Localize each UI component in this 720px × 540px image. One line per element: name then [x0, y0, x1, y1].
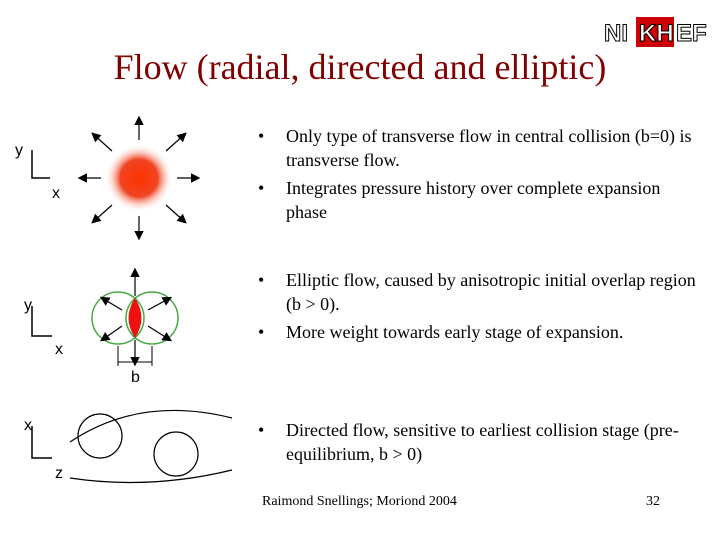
radial-x-label: x [52, 185, 60, 202]
section-elliptic-bullets: Elliptic flow, caused by anisotropic ini… [258, 268, 698, 348]
elliptic-arrows [99, 267, 173, 367]
elliptic-x-label: x [55, 341, 63, 358]
elliptic-flow-figure: y x b [24, 267, 179, 386]
directed-trajectory-top [69, 409, 233, 443]
directed-nucleus-left [77, 413, 123, 459]
elliptic-axes [31, 306, 52, 337]
logo-red-block [636, 17, 674, 47]
elliptic-nucleus-left [91, 291, 145, 345]
footer-text: Raimond Snellings; Moriond 2004 [262, 494, 457, 509]
directed-flow-figure: x z [24, 409, 233, 484]
directed-trajectory-bottom [69, 469, 233, 484]
bullet-item: Integrates pressure history over complet… [258, 176, 698, 224]
flow-figures: y x y x b [15, 115, 233, 484]
radial-y-label: y [15, 142, 23, 159]
directed-z-label: z [55, 465, 63, 482]
directed-nucleus-right [153, 431, 199, 477]
bullet-item: Directed flow, sensitive to earliest col… [258, 418, 698, 466]
section-directed-bullets: Directed flow, sensitive to earliest col… [258, 418, 698, 470]
radial-flow-figure: y x [15, 115, 201, 241]
bullet-item: More weight towards early stage of expan… [258, 320, 698, 344]
radial-arrows [77, 115, 201, 241]
section-radial-bullets: Only type of transverse flow in central … [258, 124, 698, 228]
logo-text-right: EF [676, 20, 707, 47]
elliptic-y-label: y [24, 297, 32, 314]
directed-axes [31, 426, 52, 459]
radial-fireball [105, 144, 173, 212]
elliptic-nucleus-right [125, 291, 179, 345]
logo-text-left: NI [604, 20, 628, 47]
elliptic-b-label: b [131, 369, 140, 386]
bullet-item: Elliptic flow, caused by anisotropic ini… [258, 268, 698, 316]
radial-axes [31, 150, 50, 179]
page-number: 32 [646, 494, 660, 509]
slide-title: Flow (radial, directed and elliptic) [113, 47, 607, 87]
logo-text-mid: KH [639, 20, 674, 47]
bullet-item: Only type of transverse flow in central … [258, 124, 698, 172]
elliptic-overlap [128, 298, 142, 338]
directed-x-label: x [24, 417, 32, 434]
nikhef-logo: NI KH EF [604, 17, 707, 48]
